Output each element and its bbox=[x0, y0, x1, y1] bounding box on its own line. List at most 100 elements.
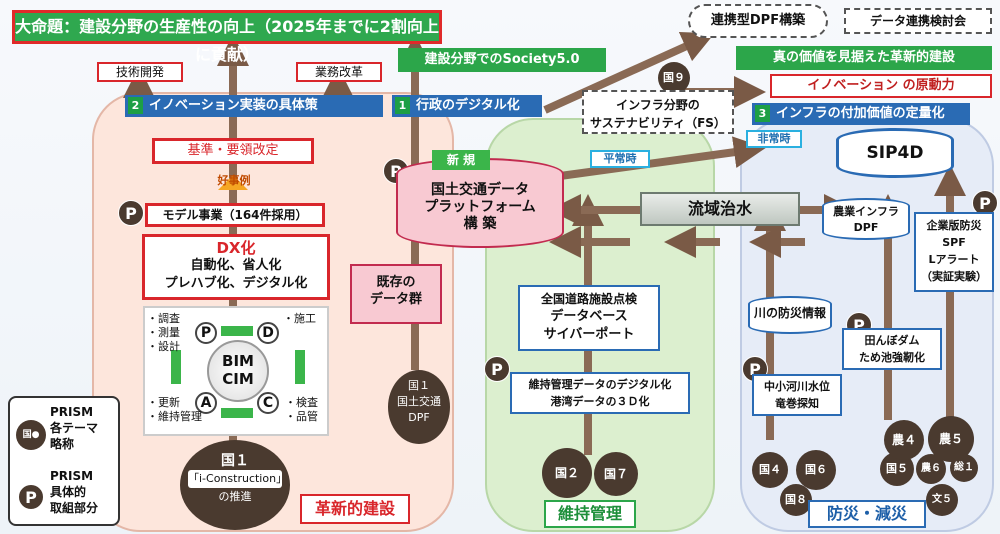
dx-box: DX化 自動化、省人化 プレハブ化、デジタル化 bbox=[142, 234, 330, 300]
check-item: ・品管 bbox=[285, 410, 318, 423]
emergency-label: 非常時 bbox=[746, 130, 802, 148]
kigyo-line4: （実証実験） bbox=[921, 270, 987, 283]
arrow-a-to-p-icon bbox=[171, 350, 181, 384]
maintenance-label: 維持管理 bbox=[544, 500, 636, 528]
nou4-circle: 農４ bbox=[884, 420, 924, 460]
iji-data-line1: 維持管理データのデジタル化 bbox=[528, 378, 672, 391]
small-river-box: 中小河川水位 竜巻探知 bbox=[752, 374, 842, 416]
do-items: ・施工 bbox=[283, 312, 316, 326]
platform-line3: 構 築 bbox=[463, 216, 497, 232]
arrow-p-to-d-icon bbox=[221, 326, 253, 336]
bar2-label: イノベーション実装の具体策 bbox=[149, 98, 318, 113]
kuni6-circle: 国６ bbox=[796, 450, 836, 490]
kokudpf-circle: 国１ 国土交通 DPF bbox=[388, 370, 450, 444]
legend-item2-line1: PRISM bbox=[50, 469, 94, 483]
tenken-line3: サイバーポート bbox=[543, 327, 635, 342]
normal-time-arrow bbox=[559, 136, 766, 180]
check-item: ・検査 bbox=[285, 396, 318, 409]
corporate-disaster-box: 企業版防災 SPF Lアラート （実証実験） bbox=[914, 212, 994, 292]
kuni2-circle: 国２ bbox=[542, 448, 592, 498]
pdca-p-icon: P bbox=[195, 322, 217, 344]
legend-item1-line1: PRISM bbox=[50, 405, 94, 419]
pdca-d-icon: D bbox=[257, 322, 279, 344]
biz-reform-tag: 業務改革 bbox=[296, 62, 382, 82]
tech-dev-tag: 技術開発 bbox=[97, 62, 183, 82]
legend-p-icon: P bbox=[18, 484, 44, 510]
dpf-cloud: 連携型DPF構築 bbox=[688, 4, 828, 38]
bim-label: BIM bbox=[222, 352, 254, 370]
kuni1-line2: 「i-Construction」 bbox=[188, 470, 287, 488]
p-badge-maintenance: P bbox=[484, 356, 510, 382]
tanbo-line1: 田んぼダム bbox=[864, 334, 920, 347]
fs-line2: サステナビリティ（FS） bbox=[590, 116, 726, 130]
innovation-power-box: イノベーション の原動力 bbox=[770, 74, 992, 98]
plan-items: ・調査 ・測量 ・設計 bbox=[147, 312, 180, 354]
chusho-line1: 中小河川水位 bbox=[764, 380, 830, 393]
kuni7-circle: 国７ bbox=[594, 452, 638, 496]
kuni1-title: 国１ bbox=[221, 453, 249, 469]
nogyo-line2: DPF bbox=[853, 221, 879, 234]
good-example-arrow bbox=[218, 175, 248, 190]
sip4d-cylinder: SIP4D bbox=[836, 128, 954, 178]
pdca-c-icon: C bbox=[257, 392, 279, 414]
river-basin-flood-box: 流域治水 bbox=[640, 192, 800, 226]
action-item: ・更新 bbox=[147, 396, 180, 409]
iji-data-line2: 港湾データの３Ｄ化 bbox=[550, 395, 650, 408]
tenken-line1: 全国道路施設点検 bbox=[540, 292, 637, 306]
p-badge-sf: P bbox=[972, 190, 998, 216]
bar-administrative-digitalization: 1 行政のデジタル化 bbox=[392, 95, 542, 117]
pdca-a-icon: A bbox=[195, 392, 217, 414]
kokudpf-line3: DPF bbox=[408, 411, 430, 424]
arrow-d-to-c-icon bbox=[295, 350, 305, 384]
legend-item2-line3: 取組部分 bbox=[50, 501, 99, 515]
bar2-number: 2 bbox=[128, 97, 143, 114]
kokudpf-line1: 国１ bbox=[408, 379, 430, 392]
bim-cim-cycle: BIM CIM P D A C ・調査 ・測量 ・設計 ・施工 ・検査 ・品管 … bbox=[143, 306, 329, 436]
bar3-number: 3 bbox=[755, 105, 770, 122]
existing-data-line1: 既存の bbox=[376, 275, 416, 290]
chusho-line2: 竜巻探知 bbox=[775, 397, 819, 410]
cim-label: CIM bbox=[222, 370, 254, 388]
kuni4-circle: 国４ bbox=[752, 452, 788, 488]
legend-item1-line3: 略称 bbox=[50, 437, 75, 451]
legend: 国● PRISM 各テーマ 略称 P PRISM 具体的 取組部分 bbox=[8, 396, 120, 526]
good-example-label: 好事例 bbox=[217, 174, 251, 187]
bim-cim-center: BIM CIM bbox=[207, 340, 269, 402]
legend-item1: PRISM 各テーマ 略称 bbox=[50, 404, 98, 452]
bar-infra-value-quantification: 3 インフラの付加価値の定量化 bbox=[752, 103, 970, 125]
bun5-circle: 文５ bbox=[926, 484, 958, 516]
action-items: ・更新 ・維持管理 bbox=[147, 396, 202, 424]
action-item: ・維持管理 bbox=[147, 410, 202, 423]
bar-innovation-implementation: 2 イノベーション実装の具体策 bbox=[125, 95, 383, 117]
legend-item2-line2: 具体的 bbox=[50, 485, 87, 499]
plan-item: ・測量 bbox=[147, 326, 180, 339]
nogyo-line1: 農業インフラ bbox=[833, 205, 899, 218]
kigyo-line2: SPF bbox=[942, 236, 966, 249]
kigyo-line1: 企業版防災 bbox=[926, 219, 982, 232]
kuni9-circle: 国９ bbox=[658, 62, 690, 94]
dx-line2: プレハブ化、デジタル化 bbox=[164, 276, 308, 291]
dx-title: DX化 bbox=[216, 239, 256, 257]
fs-box: インフラ分野の サステナビリティ（FS） bbox=[582, 90, 734, 134]
disaster-label: 防災・減災 bbox=[808, 500, 926, 528]
legend-item1-line2: 各テーマ bbox=[50, 421, 99, 435]
innovative-construction-label: 革新的建設 bbox=[300, 494, 410, 524]
true-value-bar: 真の価値を見据えた革新的建設 bbox=[736, 46, 992, 70]
cloud-arrow bbox=[543, 32, 715, 114]
existing-data-group: 既存の データ群 bbox=[350, 264, 442, 324]
kuni1-circle: 国１ 「i-Construction」 の推進 bbox=[180, 440, 290, 530]
society50-bar: 建設分野でのSociety5.0 bbox=[398, 48, 606, 72]
bar3-label: インフラの付加価値の定量化 bbox=[776, 106, 945, 121]
standards-revision-box: 基準・要領改定 bbox=[152, 138, 314, 164]
dx-line1: 自動化、省人化 bbox=[190, 258, 282, 273]
model-project-box: モデル事業（164件採用） bbox=[145, 203, 325, 227]
kuni1-line3: の推進 bbox=[218, 490, 252, 503]
p-badge-model: P bbox=[118, 200, 144, 226]
bar1-label: 行政のデジタル化 bbox=[416, 98, 520, 113]
road-inspection-db-box: 全国道路施設点検 データベース サイバーポート bbox=[518, 285, 660, 351]
bar1-number: 1 bbox=[395, 97, 410, 114]
agri-infra-dpf-box: 農業インフラ DPF bbox=[822, 198, 910, 240]
river-info-box: 川の防災情報 bbox=[748, 296, 832, 334]
normal-time-label: 平常時 bbox=[590, 150, 650, 168]
fs-line1: インフラ分野の bbox=[616, 98, 700, 112]
